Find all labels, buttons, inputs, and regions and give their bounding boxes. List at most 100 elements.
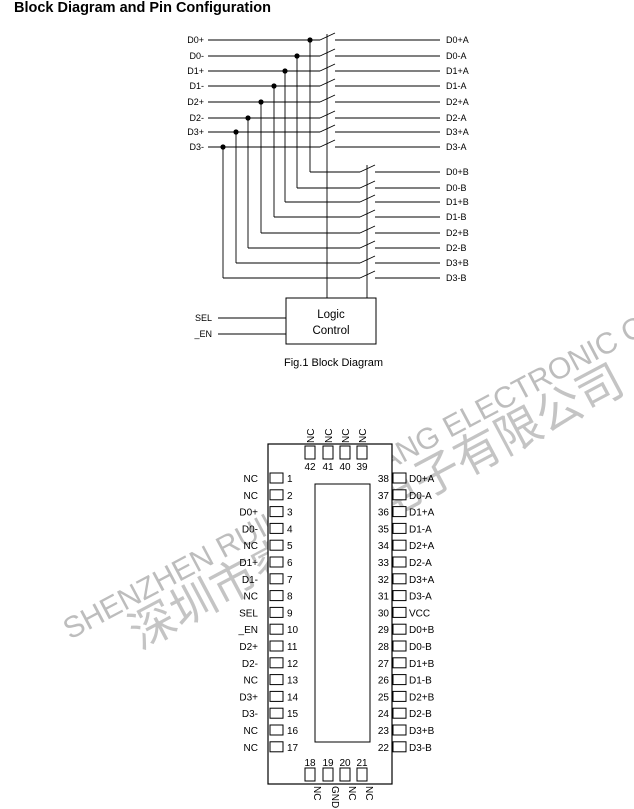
pin-pad <box>392 640 407 652</box>
pin-pad <box>269 724 284 736</box>
input-label: D1- <box>189 81 204 91</box>
pin-name: D1+B <box>409 659 435 670</box>
pin-number: 30 <box>378 608 390 619</box>
pin-pad <box>392 606 407 618</box>
pin-pad <box>269 556 284 568</box>
pin-pad <box>269 590 284 602</box>
pin-number: 29 <box>378 625 390 636</box>
output-a-label: D2+A <box>446 97 469 107</box>
pin-number: 38 <box>378 474 390 485</box>
pin-name: D0-B <box>409 642 432 653</box>
pin-pad <box>269 657 284 669</box>
switch-b <box>359 194 376 203</box>
pin-name: D3- <box>242 709 258 720</box>
input-label: D1+ <box>187 66 204 76</box>
switch-a <box>319 63 336 72</box>
switch-b <box>359 240 376 249</box>
pin-pad <box>392 741 407 753</box>
pin-number: 9 <box>287 608 293 619</box>
pin-pad <box>392 539 407 551</box>
pin-pad <box>392 707 407 719</box>
exposed-pad <box>314 483 371 743</box>
pin-name: NC <box>341 429 352 443</box>
output-a-label: D0-A <box>446 51 467 61</box>
pin-pad <box>269 489 284 501</box>
pin-name: NC <box>244 676 258 687</box>
output-b-label: D3+B <box>446 258 469 268</box>
pin-number: 13 <box>287 676 299 687</box>
pin-number: 14 <box>287 692 299 703</box>
output-b-label: D2-B <box>446 243 467 253</box>
pin-number: 33 <box>378 558 390 569</box>
pin-name: NC <box>363 786 374 800</box>
switch-a <box>319 110 336 119</box>
page-title: Block Diagram and Pin Configuration <box>14 0 271 16</box>
pin-number: 6 <box>287 558 293 569</box>
pin-name: D2+A <box>409 541 435 552</box>
output-a-label: D1-A <box>446 81 467 91</box>
pin-number: 22 <box>378 743 390 754</box>
input-label: D0- <box>189 51 204 61</box>
input-label: D2- <box>189 113 204 123</box>
pin-number: 26 <box>378 676 390 687</box>
pin-pad <box>269 472 284 484</box>
pin-number: 32 <box>378 575 390 586</box>
pin-number: 5 <box>287 541 293 552</box>
pin-pad <box>269 640 284 652</box>
block-diagram: D0+D0+AD0+BD0-D0-AD0-BD1+D1+AD1+BD1-D1-A… <box>187 32 469 369</box>
switch-b <box>359 270 376 279</box>
pin-pad <box>392 674 407 686</box>
pin-number: 37 <box>378 491 390 502</box>
pin-pad <box>269 573 284 585</box>
pin-name: SEL <box>239 608 258 619</box>
output-a-label: D3+A <box>446 127 469 137</box>
pin-name: D2- <box>242 659 258 670</box>
pin-number: 1 <box>287 474 293 485</box>
pin-pad <box>304 767 316 782</box>
control-input-label: _EN <box>193 329 212 339</box>
pin-number: 36 <box>378 508 390 519</box>
output-a-label: D2-A <box>446 113 467 123</box>
pin-name: D1+A <box>409 508 435 519</box>
pin-pad <box>269 674 284 686</box>
pin-number: 27 <box>378 659 390 670</box>
pin-name: NC <box>311 786 322 800</box>
figure-caption: Fig.1 Block Diagram <box>284 357 383 369</box>
pin-number: 8 <box>287 592 293 603</box>
pin-name: NC <box>244 592 258 603</box>
pin-name: D0+B <box>409 625 435 636</box>
pin-name: D0- <box>242 524 258 535</box>
pin-name: D3+B <box>409 726 435 737</box>
pin-pad <box>392 472 407 484</box>
pin-number: 41 <box>322 462 334 473</box>
pin-name: NC <box>244 491 258 502</box>
output-b-label: D2+B <box>446 228 469 238</box>
control-label: Control <box>312 325 349 337</box>
pin-pad <box>392 556 407 568</box>
pin-name: D2-A <box>409 558 432 569</box>
pin-pad <box>322 445 334 460</box>
pin-name: D3-A <box>409 592 432 603</box>
switch-b <box>359 164 376 173</box>
pin-pad <box>392 506 407 518</box>
pin-name: NC <box>306 429 317 443</box>
pin-number: 4 <box>287 524 293 535</box>
pin-pad <box>269 623 284 635</box>
logic-label: Logic <box>317 309 345 321</box>
switch-a <box>319 94 336 103</box>
pin-number: 34 <box>378 541 390 552</box>
switch-a <box>319 78 336 87</box>
pin-pad <box>392 522 407 534</box>
pin-pad <box>269 606 284 618</box>
pin-name: NC <box>346 786 357 800</box>
pin-number: 15 <box>287 709 299 720</box>
pin-pad <box>392 573 407 585</box>
pin-pad <box>322 767 334 782</box>
pin-name: NC <box>358 429 369 443</box>
pin-number: 7 <box>287 575 293 586</box>
switch-a <box>319 124 336 133</box>
pin-name: _EN <box>238 625 258 636</box>
pin-number: 18 <box>304 758 316 769</box>
pin-name: NC <box>244 743 258 754</box>
